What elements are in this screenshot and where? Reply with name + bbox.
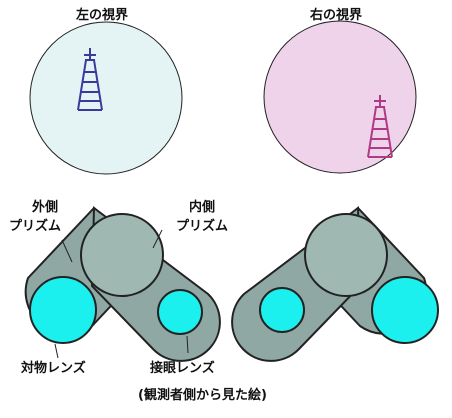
inner-prism-leader — [152, 229, 163, 249]
right-top-prism — [304, 213, 388, 297]
eyepiece-lens-label: 接眼レンズ — [150, 361, 215, 376]
inner-prism-label-line2: プリズム — [176, 219, 229, 234]
left-tower-icon — [77, 48, 103, 111]
left-eyepiece-lens — [157, 289, 203, 335]
right-tower-icon — [367, 95, 393, 158]
outer-prism-label-line1: 外側 — [32, 200, 59, 215]
left-objective-lens — [29, 276, 97, 344]
objective-lens-label: 対物レンズ — [21, 361, 86, 376]
objective-lens-leader — [54, 343, 59, 359]
right-objective-lens — [371, 276, 439, 344]
left-field-of-view — [29, 21, 183, 175]
eyepiece-lens-leader — [186, 335, 189, 354]
left-top-prism — [80, 213, 164, 297]
inner-prism-label-line1: 内側 — [189, 200, 216, 215]
outer-prism-label-line2: プリズム — [9, 219, 62, 234]
right-binocular — [231, 206, 439, 362]
right-eyepiece-lens — [259, 287, 305, 333]
right-view-title: 右の視界 — [310, 8, 363, 23]
left-binocular — [24, 206, 221, 362]
left-view-title: 左の視界 — [76, 8, 129, 23]
outer-prism-leader — [61, 239, 73, 263]
right-field-of-view — [263, 20, 417, 174]
caption: (観測者側から見た絵) — [138, 388, 267, 403]
